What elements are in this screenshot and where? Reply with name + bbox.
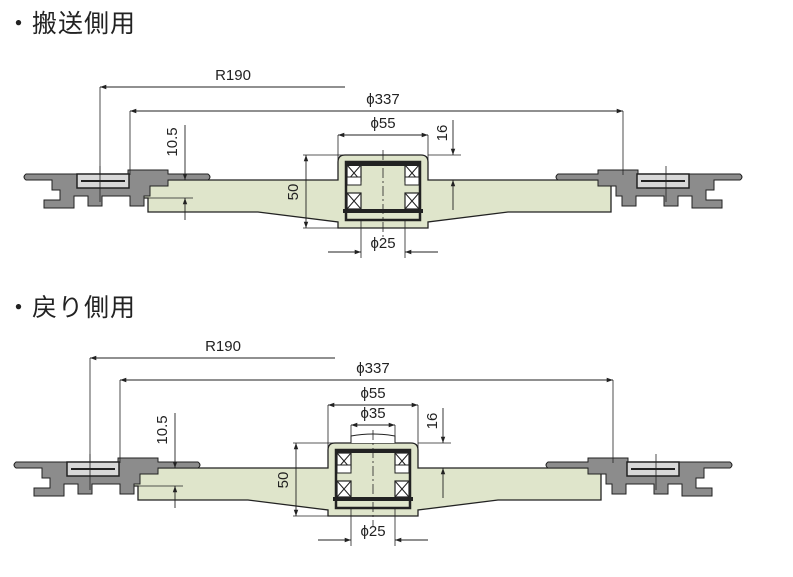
dim-d25-label: ϕ25 — [370, 235, 395, 252]
left-guide-rail — [555, 166, 743, 209]
dim-r190-label: R190 — [215, 67, 251, 84]
turn-plate — [120, 442, 602, 517]
dim-16-label: 16 — [424, 413, 441, 430]
guide-rail-body — [545, 457, 733, 497]
bearing-cross — [404, 192, 420, 210]
dim-10.5-label: 10.5 — [154, 415, 171, 444]
dim-50-label: 50 — [275, 472, 292, 489]
section-heading-return: ・戻り側用 — [6, 294, 137, 322]
bearing-spacer — [336, 464, 352, 474]
dim-d55-label: ϕ55 — [370, 115, 395, 132]
drawing-return-side: R190 ϕ337 ϕ55 ϕ35 16 10.5 50 ϕ25 — [13, 338, 733, 546]
dim-d25-label: ϕ25 — [360, 523, 385, 540]
dim-d337-label: ϕ337 — [356, 360, 389, 377]
guide-rail-body — [555, 169, 743, 209]
dim-d55-label: ϕ55 — [360, 385, 385, 402]
bearing-spacer — [394, 464, 410, 474]
guide-rail-body — [23, 169, 211, 209]
dim-10.5-label: 10.5 — [164, 127, 181, 156]
dim-50-label: 50 — [285, 184, 302, 201]
guide-rail-body — [13, 457, 201, 497]
section-heading-conveying: ・搬送側用 — [6, 10, 137, 38]
bearing-cross — [336, 480, 352, 498]
bearing-cross — [394, 480, 410, 498]
dim-r190-label: R190 — [205, 338, 241, 355]
bearing-spacer — [404, 176, 420, 186]
dim-16-label: 16 — [434, 125, 451, 142]
dim-d337-label: ϕ337 — [366, 91, 399, 108]
right-guide-rail — [13, 454, 201, 497]
drawing-conveying-side: R190 ϕ337 ϕ55 16 10.5 50 ϕ25 — [23, 67, 743, 258]
turn-plate — [130, 154, 612, 229]
bearing-spacer — [346, 176, 362, 186]
left-guide-rail — [545, 454, 733, 497]
bearing-cross — [346, 192, 362, 210]
dim-d35-label: ϕ35 — [360, 405, 385, 422]
